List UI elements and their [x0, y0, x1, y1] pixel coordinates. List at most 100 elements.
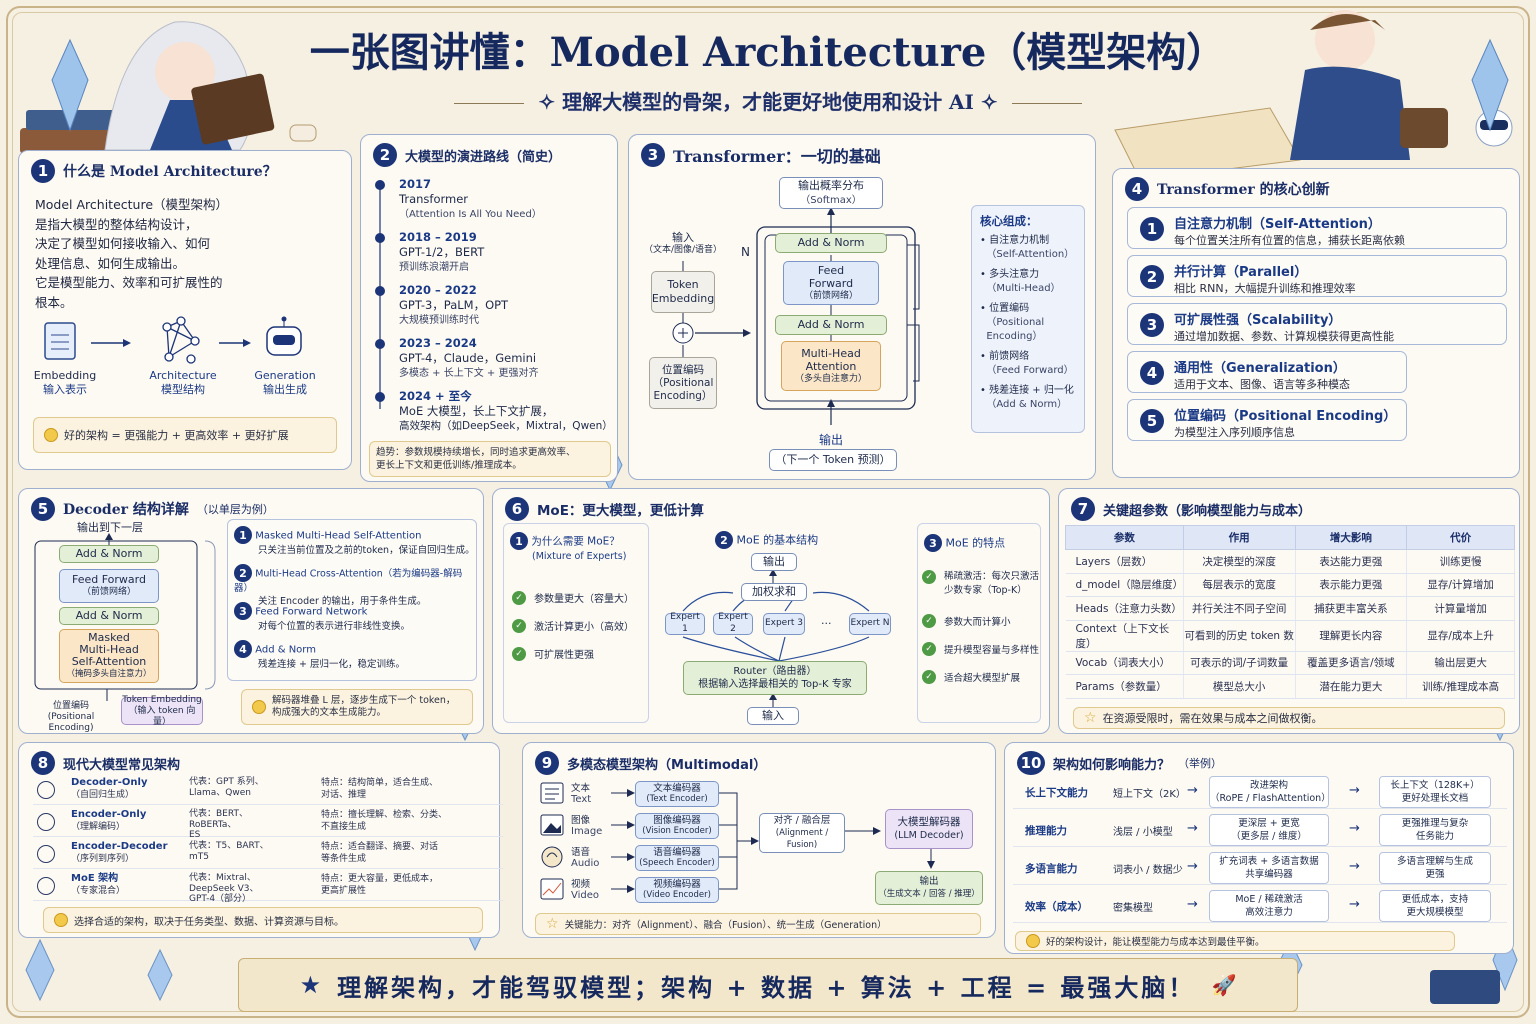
add-norm-box: Add & Norm	[59, 607, 159, 625]
item-number: 1	[234, 526, 252, 544]
table-row: Context（上下文长度）可看到的历史 token 数理解更长内容显存/成本上…	[1065, 620, 1515, 652]
tip-line: 解码器堆叠 L 层，逐步生成下一个 token，	[272, 695, 456, 706]
core-item: • 多头注意力 （Multi-Head）	[980, 269, 1061, 294]
item-number: 1	[1140, 217, 1164, 241]
feature-item: ✓适合超大模型扩展	[922, 670, 1020, 684]
core-item: • 位置编码 （Positional Encoding）	[980, 303, 1045, 342]
table-row: Vocab（词表大小）可表示的词/子词数量覆盖更多语言/领域输出层更大	[1065, 651, 1515, 675]
moe-structure-title: 2 MoE 的基本结构	[715, 531, 818, 549]
flow-step-zh: 输入表示	[43, 383, 87, 396]
arch-rep: 代表：Mixtral、	[189, 873, 256, 883]
improvement-box: 更深层 + 更宽（更多层 / 维度）	[1209, 814, 1329, 846]
arrow-right-icon: →	[1349, 783, 1360, 798]
table-cell: 并行关注不同子空间	[1183, 596, 1296, 621]
item-title: 并行计算（Parallel）	[1174, 265, 1308, 280]
panel-title: Transformer：一切的基础	[673, 147, 881, 166]
encoder-arch-icon	[37, 813, 55, 831]
arch-rep: 代表：T5、BART、	[189, 841, 269, 851]
tip-box: 选择合适的架构，取决于任务类型、数据、计算资源与目标。	[43, 907, 483, 933]
table-row: d_model（隐层维度）每层表示的宽度表示能力更强显存/计算增加	[1065, 573, 1515, 597]
arch-zh: （序列到序列）	[71, 854, 135, 864]
tip-text: 好的架构设计，能让模型能力与成本达到最佳平衡。	[1046, 937, 1265, 948]
flow-step-en: Generation	[254, 369, 316, 382]
label-line: （文本/图像/语音）	[643, 245, 723, 255]
label-line: (Positional Encoding)	[47, 712, 95, 733]
panel-title: 什么是 Model Architecture？	[63, 164, 277, 180]
feature-item: ✓参数大而计算小	[922, 614, 1011, 628]
item-desc: 对每个位置的表示进行非线性变换。	[258, 621, 411, 632]
improvement-box: 改进架构（RoPE / FlashAttention）	[1209, 776, 1331, 808]
panel-title: 架构如何影响能力？	[1053, 757, 1171, 773]
positional-encoding-label: 位置编码(Positional Encoding)	[25, 701, 117, 734]
core-item: • 残差连接 + 归一化 （Add & Norm）	[980, 385, 1074, 410]
item-number: 3	[1140, 313, 1164, 337]
audio-modality-icon	[541, 846, 563, 868]
arrow-right-icon: →	[1349, 897, 1360, 912]
table-cell: 潜在能力更大	[1295, 674, 1408, 699]
struct-title-text: MoE 的基本结构	[736, 533, 819, 547]
moe-input-box: 输入	[747, 707, 799, 725]
table-cell: Vocab（词表大小）	[1065, 651, 1184, 675]
impact-row: 推理能力浅层 / 小模型→更深层 + 更宽（更多层 / 维度）→更强推理与复杂任…	[1013, 813, 1507, 847]
llm-decoder-box: 大模型解码器(LLM Decoder)	[885, 809, 973, 849]
timeline-line-text: MoE 大模型，长上下文扩展，	[399, 404, 554, 418]
page-subtitle: ✧ 理解大模型的骨架，才能更好地使用和设计 AI ✧	[0, 86, 1536, 115]
box-line: Multi-Head	[79, 643, 139, 656]
ability-label: 多语言能力	[1025, 863, 1078, 875]
box-line: （前馈网络）	[81, 587, 136, 598]
arch-zh: （理解编码）	[71, 822, 126, 832]
timeline-year: 2023 – 2024	[399, 336, 477, 350]
feed-forward-box: Feed Forward（前馈网络）	[59, 569, 159, 603]
arch-rep: Llama、Qwen	[189, 787, 251, 798]
page-title: 一张图讲懂：Model Architecture（模型架构）	[309, 29, 1227, 76]
table-cell: Layers（层数）	[1065, 549, 1184, 574]
lightbulb-icon	[44, 428, 58, 442]
item-title: 自注意力机制（Self-Attention）	[1174, 217, 1381, 232]
check-icon: ✓	[922, 642, 936, 656]
box-line: Attention	[805, 359, 857, 373]
flow-step-en: Embedding	[33, 369, 97, 382]
table-cell: 捕获更丰富关系	[1295, 596, 1408, 621]
panel-title: 关键超参数（影响模型能力与成本）	[1103, 503, 1312, 519]
box-line: Feed Forward	[72, 573, 146, 586]
tip-line: 构成强大的文本生成能力。	[272, 707, 387, 718]
item-desc: 为模型注入序列顺序信息	[1174, 426, 1295, 439]
arch-name: Decoder-Only	[71, 777, 148, 788]
impact-row: 效率（成本）密集模型→MoE / 稀疏激活高效注意力→更低成本，支持更大规模模型	[1013, 889, 1507, 923]
star-icon: ☆	[1084, 710, 1097, 726]
expert-ellipsis: ···	[821, 617, 832, 630]
item-desc: 残差连接 + 层归一化，稳定训练。	[258, 659, 405, 670]
box-line: 位置编码	[662, 363, 704, 376]
why-title: 1 为什么需要 MoE？(Mixture of Experts)	[510, 532, 626, 563]
sub-number: 2	[715, 531, 733, 549]
router-box: Router（路由器）根据输入选择最相关的 Top-K 专家	[683, 661, 867, 695]
box-line: （输入 token 向量）	[128, 705, 196, 727]
trend-line: 更长上下文和更低训练/推理成本。	[376, 460, 522, 471]
arch-name: Encoder-Decoder	[71, 841, 168, 852]
network-icon	[162, 316, 200, 364]
why-moe-section: 1 为什么需要 MoE？(Mixture of Experts) ✓参数量更大（…	[503, 523, 649, 723]
architecture-row: MoE 架构（专家混合）代表：Mixtral、DeepSeek V3、GPT-4…	[33, 871, 503, 904]
box-line: Self-Attention	[71, 655, 147, 668]
improvement-box: 扩充词表 + 多语言数据共享编码器	[1209, 852, 1329, 884]
table-cell: 覆盖更多语言/领域	[1295, 651, 1408, 675]
box-line: Encoding）	[653, 389, 713, 402]
decoder-arch-icon	[37, 781, 55, 799]
box-line: （多头自注意力）	[794, 373, 867, 384]
item-title: 通用性（Generalization）	[1174, 361, 1346, 376]
table-cell: 训练/推理成本高	[1406, 674, 1515, 699]
